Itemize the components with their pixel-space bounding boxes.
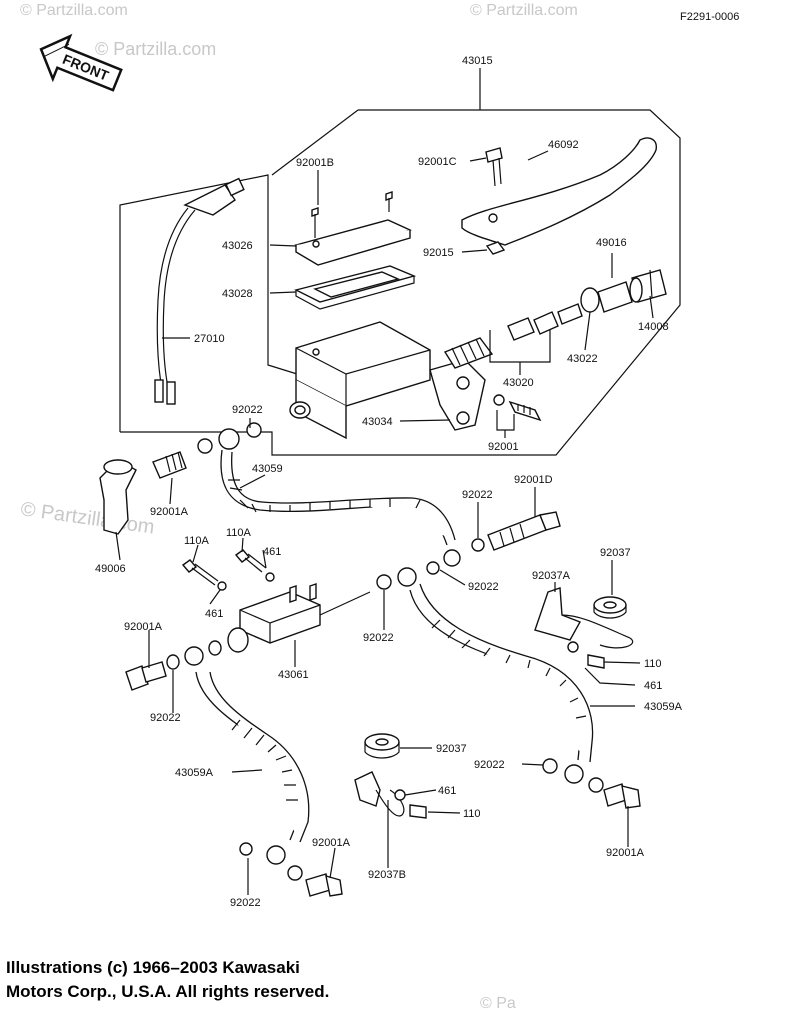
clamp-92037A bbox=[534, 587, 634, 669]
watermark-bottom-center: © Pa bbox=[480, 995, 516, 1012]
brake-lever bbox=[461, 137, 657, 255]
label-92037B: 92037B bbox=[368, 869, 406, 881]
label-92022-g: 92022 bbox=[230, 897, 261, 909]
master-cylinder-assembly-outline bbox=[119, 68, 681, 456]
label-49006: 49006 bbox=[95, 563, 126, 575]
label-110-a: 110 bbox=[644, 658, 662, 670]
lever-bracket bbox=[429, 359, 486, 431]
figure-code: F2291-0006 bbox=[680, 11, 739, 23]
dust-boot bbox=[580, 281, 633, 313]
label-92001B: 92001B bbox=[296, 157, 334, 169]
label-92022-c: 92022 bbox=[468, 581, 499, 593]
brake-hose-43059A-right bbox=[409, 583, 594, 784]
label-92001: 92001 bbox=[488, 441, 519, 453]
label-92001A-d: 92001A bbox=[312, 837, 351, 849]
label-110A-b: 110A bbox=[226, 527, 252, 539]
label-43022: 43022 bbox=[567, 353, 598, 365]
label-461-d: 461 bbox=[438, 785, 456, 797]
label-43028: 43028 bbox=[222, 288, 253, 300]
label-92022-f: 92022 bbox=[474, 759, 505, 771]
pivot-collar bbox=[629, 269, 667, 303]
label-92001A-a: 92001A bbox=[150, 506, 189, 518]
label-43026: 43026 bbox=[222, 240, 253, 252]
banjo-bolt-left bbox=[125, 640, 222, 691]
label-110A-a: 110A bbox=[184, 535, 210, 547]
grommet-92037-upper bbox=[593, 596, 627, 619]
banjo-ring-right bbox=[397, 567, 417, 587]
piston-kit bbox=[443, 303, 583, 369]
label-43061: 43061 bbox=[278, 669, 309, 681]
label-43059: 43059 bbox=[252, 463, 283, 475]
master-cylinder-body bbox=[289, 321, 431, 440]
label-43059A-b: 43059A bbox=[175, 767, 214, 779]
brake-light-switch bbox=[154, 177, 245, 405]
label-92022-d: 92022 bbox=[363, 632, 394, 644]
label-92022-e: 92022 bbox=[150, 712, 181, 724]
label-14008: 14008 bbox=[638, 321, 669, 333]
label-46092: 46092 bbox=[548, 139, 579, 151]
label-43059A-a: 43059A bbox=[644, 701, 683, 713]
watermark-middle-left: © Partzilla.com bbox=[19, 498, 156, 539]
label-92001A-b: 92001A bbox=[124, 621, 163, 633]
label-49016: 49016 bbox=[596, 237, 627, 249]
label-92001D: 92001D bbox=[514, 474, 553, 486]
brake-hose-43059A-left bbox=[195, 671, 310, 865]
washer-92022-right bbox=[426, 561, 440, 575]
watermark-top-right: © Partzilla.com bbox=[470, 2, 578, 19]
copyright-notice: Illustrations (c) 1966–2003 Kawasaki Mot… bbox=[6, 958, 330, 1001]
label-461-c: 461 bbox=[644, 680, 662, 692]
label-92037-b: 92037 bbox=[436, 743, 467, 755]
label-461-b: 461 bbox=[205, 608, 223, 620]
label-43020: 43020 bbox=[503, 377, 534, 389]
label-92015: 92015 bbox=[423, 247, 454, 259]
bolt-92001 bbox=[493, 394, 542, 431]
label-92037A: 92037A bbox=[532, 570, 571, 582]
three-way-joint bbox=[227, 583, 371, 653]
brake-hose-43059 bbox=[220, 449, 461, 567]
banjo-bolt-lower-right bbox=[542, 758, 641, 809]
label-92022-b: 92022 bbox=[462, 489, 493, 501]
bolt-110A bbox=[181, 559, 227, 591]
washer-right-joint bbox=[376, 574, 392, 590]
label-92001A-c: 92001A bbox=[606, 847, 645, 859]
reservoir-diaphragm bbox=[294, 265, 417, 310]
label-92001C: 92001C bbox=[418, 156, 457, 168]
label-110-b: 110 bbox=[463, 808, 481, 820]
watermark-top-center: © Partzilla.com bbox=[95, 39, 216, 59]
bolt-110A-second bbox=[234, 549, 275, 582]
part-number-labels: 43015 92001B 92001C 46092 43026 92015 49… bbox=[95, 55, 683, 909]
reservoir-cap bbox=[294, 191, 412, 266]
label-92022-a: 92022 bbox=[232, 404, 263, 416]
banjo-bolt-92001D bbox=[471, 511, 561, 552]
label-43015: 43015 bbox=[462, 55, 493, 67]
label-92037-a: 92037 bbox=[600, 547, 631, 559]
label-43034: 43034 bbox=[362, 416, 393, 428]
label-461-a: 461 bbox=[263, 546, 281, 558]
bleeder-cap bbox=[99, 459, 137, 535]
clamp-92037B bbox=[354, 771, 427, 819]
upper-banjo-joint bbox=[152, 422, 262, 479]
leader-lines bbox=[115, 150, 654, 895]
grommet-92037-lower bbox=[364, 733, 400, 759]
label-27010: 27010 bbox=[194, 333, 225, 345]
watermark-top-left: © Partzilla.com bbox=[20, 2, 128, 19]
banjo-bolt-lower-left bbox=[239, 842, 343, 897]
